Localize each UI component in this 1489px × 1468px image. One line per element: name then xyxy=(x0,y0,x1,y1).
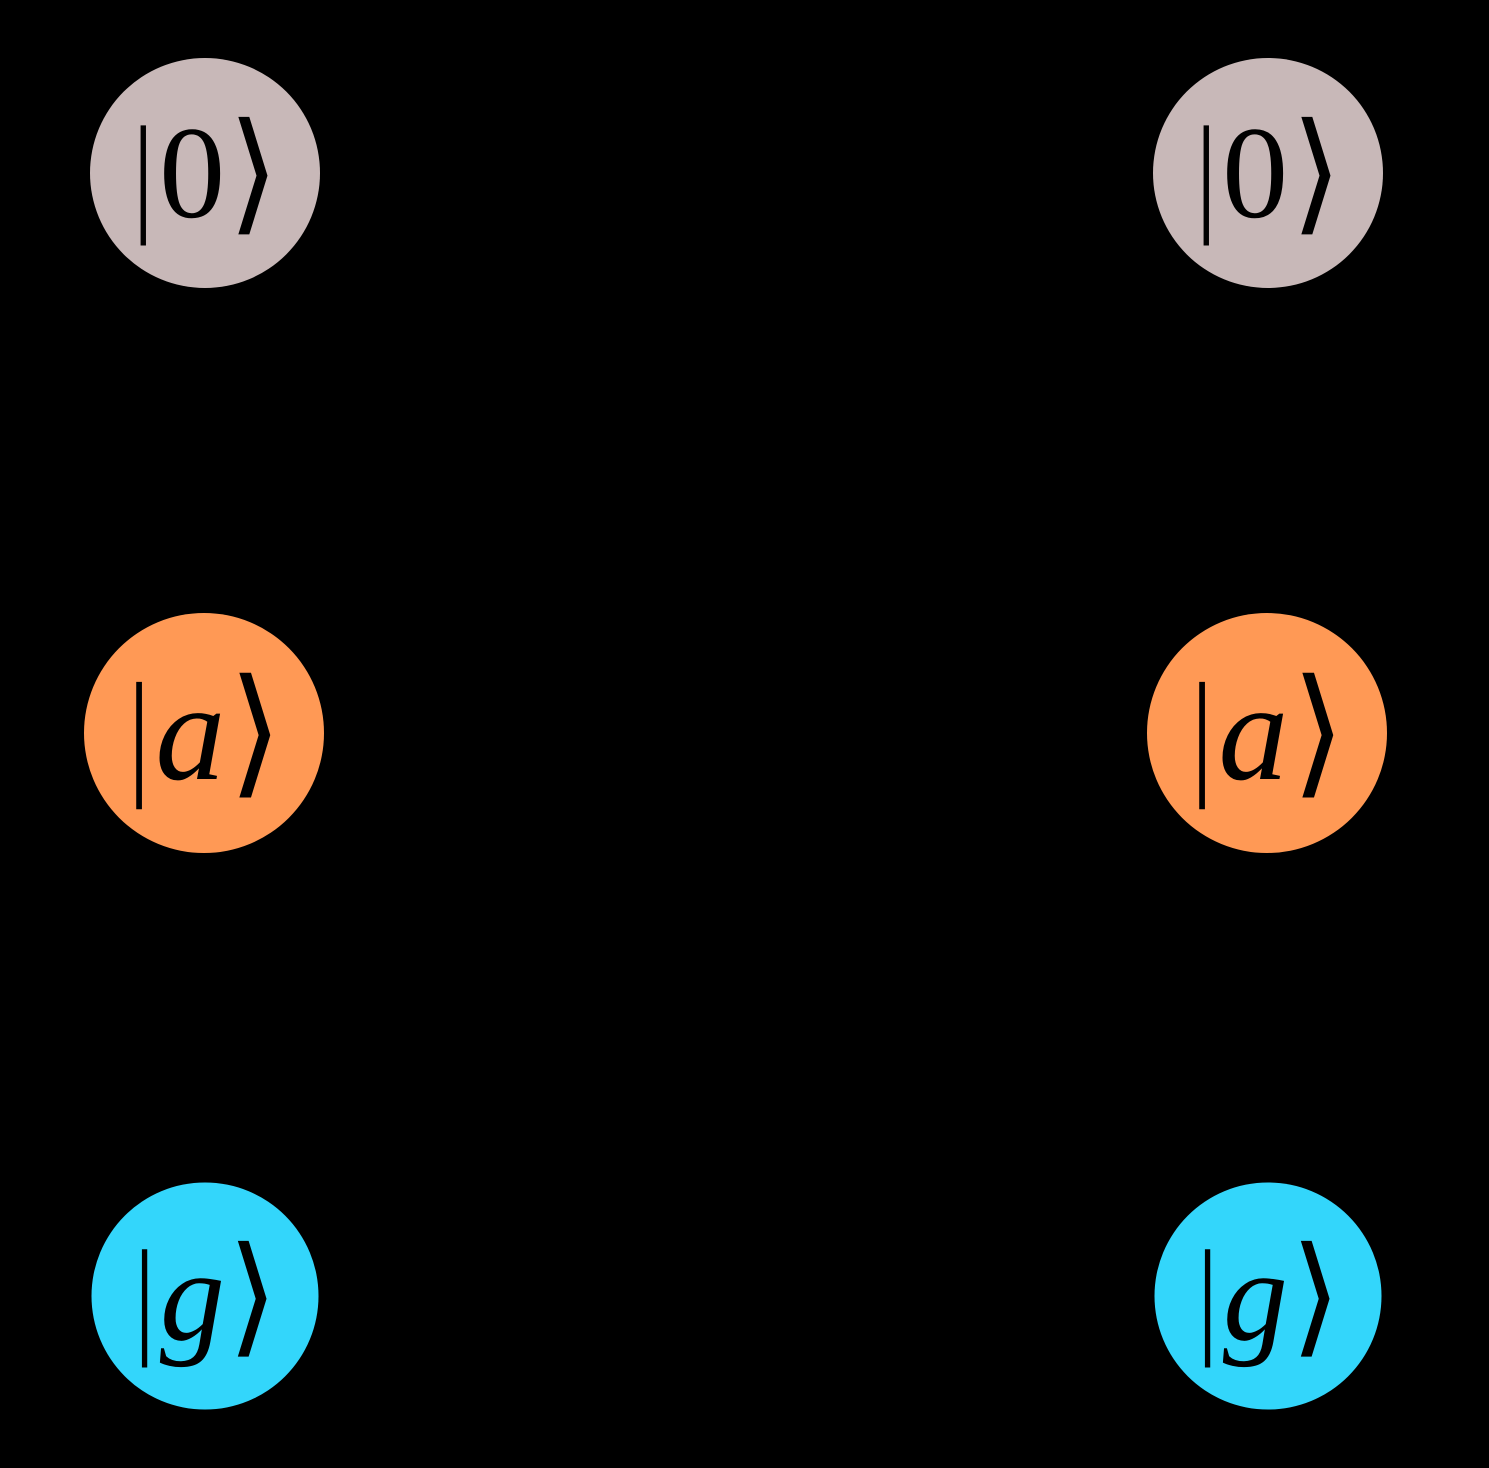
ket-symbol: a xyxy=(1218,655,1290,810)
node-label-node-0-left: |0⟩ xyxy=(130,107,280,239)
node-label-node-a-right: |a⟩ xyxy=(1188,663,1347,803)
ket-angle-bracket-icon: ⟩ xyxy=(1290,99,1343,246)
ket-angle-bracket-icon: ⟩ xyxy=(228,655,284,810)
ket-bar-icon: | xyxy=(1190,655,1214,810)
graph-node-node-g-right[interactable]: |g⟩ xyxy=(1154,1182,1382,1410)
graph-node-node-g-left[interactable]: |g⟩ xyxy=(91,1182,319,1410)
ket-symbol: g xyxy=(1222,1224,1289,1368)
ket-angle-bracket-icon: ⟩ xyxy=(227,99,280,246)
ket-symbol: 0 xyxy=(159,99,226,246)
ket-symbol: a xyxy=(155,655,227,810)
node-label-node-0-right: |0⟩ xyxy=(1193,107,1343,239)
graph-node-node-a-left[interactable]: |a⟩ xyxy=(84,613,324,853)
ket-angle-bracket-icon: ⟩ xyxy=(1290,1224,1342,1368)
ket-bar-icon: | xyxy=(132,99,155,246)
ket-symbol: g xyxy=(159,1224,226,1368)
graph-node-node-0-right[interactable]: |0⟩ xyxy=(1153,58,1383,288)
graph-node-node-0-left[interactable]: |0⟩ xyxy=(90,58,320,288)
ket-bar-icon: | xyxy=(1196,1224,1219,1368)
node-label-node-a-left: |a⟩ xyxy=(125,663,284,803)
graph-node-node-a-right[interactable]: |a⟩ xyxy=(1147,613,1387,853)
ket-angle-bracket-icon: ⟩ xyxy=(227,1224,279,1368)
ket-angle-bracket-icon: ⟩ xyxy=(1291,655,1347,810)
ket-bar-icon: | xyxy=(127,655,151,810)
ket-bar-icon: | xyxy=(133,1224,156,1368)
ket-bar-icon: | xyxy=(1195,99,1218,246)
node-label-node-g-right: |g⟩ xyxy=(1194,1231,1342,1361)
ket-symbol: 0 xyxy=(1222,99,1289,246)
node-label-node-g-left: |g⟩ xyxy=(131,1231,279,1361)
